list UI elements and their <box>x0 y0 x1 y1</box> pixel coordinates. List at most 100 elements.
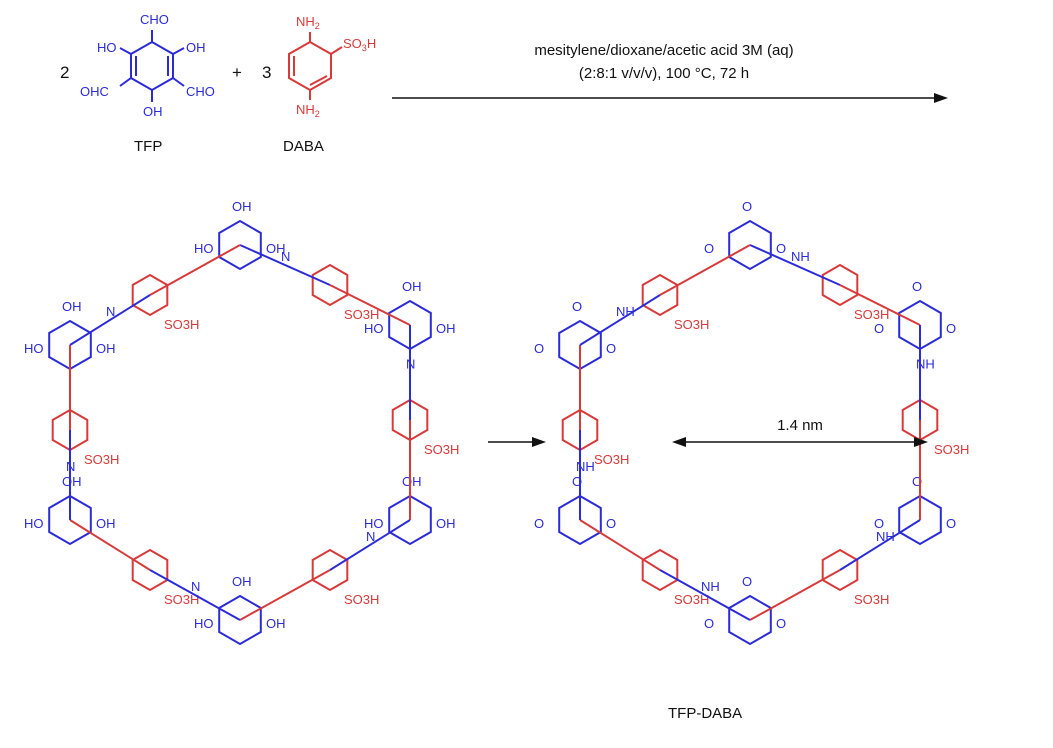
daba-linker-ring <box>311 263 349 307</box>
sulfonic-acid-group: SO3H <box>424 442 459 457</box>
daba-label: DABA <box>283 138 324 155</box>
hydroxyl-group: HO <box>364 321 384 336</box>
carbonyl-oxygen: O <box>606 516 616 531</box>
tfp-ohc-left: OHC <box>80 84 109 99</box>
sulfonic-acid-group: SO3H <box>344 592 379 607</box>
hydroxyl-group: HO <box>194 241 214 256</box>
tfp-oh-right: OH <box>186 40 206 55</box>
imine-bond <box>749 244 841 286</box>
plus-sign: + <box>232 63 242 82</box>
hydroxyl-group: OH <box>96 341 116 356</box>
daba-coefficient: 3 <box>262 63 271 82</box>
imine-label: N <box>106 304 115 319</box>
tfp-node-ring <box>48 494 92 546</box>
imine-bond <box>69 294 151 346</box>
hydroxyl-group: OH <box>266 616 286 631</box>
hydroxyl-group: OH <box>232 199 252 214</box>
reaction-arrow <box>392 93 948 103</box>
tfp-cho-right: CHO <box>186 84 215 99</box>
linker-bond <box>69 519 151 571</box>
conditions-line-2: (2:8:1 v/v/v), 100 °C, 72 h <box>579 65 749 82</box>
hydroxyl-group: OH <box>402 279 422 294</box>
daba-nh2-bottom: NH2 <box>296 102 320 119</box>
imine-label: N <box>191 579 200 594</box>
amine-label: NH <box>701 579 720 594</box>
linker-bond <box>579 519 661 571</box>
imine-label: N <box>281 249 290 264</box>
hydroxyl-group: HO <box>24 341 44 356</box>
tfp-ho-left: HO <box>97 40 117 55</box>
imine-bond <box>659 569 751 621</box>
imine-bond <box>239 244 331 286</box>
sulfonic-acid-group: SO3H <box>84 452 119 467</box>
product-label: TFP-DABA <box>668 705 742 722</box>
tfp-node-ring <box>218 219 262 271</box>
tfp-coefficient: 2 <box>60 63 69 82</box>
carbonyl-oxygen: O <box>534 341 544 356</box>
carbonyl-oxygen: O <box>912 474 922 489</box>
tfp-node-ring <box>728 219 772 271</box>
linker-bond <box>239 569 331 621</box>
hydroxyl-group: HO <box>194 616 214 631</box>
imine-framework: OHOHHOOHOHHOOHOHHOOHOHHOOHOHHOOHOHHOSO3H… <box>24 199 459 646</box>
hydroxyl-group: OH <box>436 321 456 336</box>
carbonyl-oxygen: O <box>912 279 922 294</box>
tfp-cho-top: CHO <box>140 12 169 27</box>
hydroxyl-group: OH <box>402 474 422 489</box>
amine-label: NH <box>916 357 935 372</box>
hydroxyl-group: HO <box>24 516 44 531</box>
keto-enamine-framework: OOOOOOOOOOOOOOOOOOSO3HSO3HSO3HSO3HSO3HSO… <box>534 199 969 646</box>
hydroxyl-group: OH <box>266 241 286 256</box>
tfp-molecule: 2 CHO OH HO CHO OHC OH TFP <box>60 12 215 155</box>
hydroxyl-group: OH <box>96 516 116 531</box>
tfp-node-ring <box>898 494 942 546</box>
hydroxyl-group: HO <box>364 516 384 531</box>
linker-bond <box>749 569 841 621</box>
carbonyl-oxygen: O <box>742 574 752 589</box>
pore-size-arrow <box>672 437 928 447</box>
imine-bond <box>839 519 921 571</box>
tfp-node-ring <box>558 494 602 546</box>
daba-nh2-top: NH2 <box>296 14 320 31</box>
carbonyl-oxygen: O <box>874 516 884 531</box>
sulfonic-acid-group: SO3H <box>854 592 889 607</box>
carbonyl-oxygen: O <box>704 616 714 631</box>
sulfonic-acid-group: SO3H <box>854 307 889 322</box>
sulfonic-acid-group: SO3H <box>344 307 379 322</box>
carbonyl-oxygen: O <box>572 474 582 489</box>
linker-bond <box>329 284 411 326</box>
imine-label: N <box>66 459 75 474</box>
hydroxyl-group: OH <box>62 299 82 314</box>
hydroxyl-group: OH <box>62 474 82 489</box>
hydroxyl-group: OH <box>232 574 252 589</box>
amine-label: NH <box>791 249 810 264</box>
carbonyl-oxygen: O <box>572 299 582 314</box>
carbonyl-oxygen: O <box>534 516 544 531</box>
sulfonic-acid-group: SO3H <box>934 442 969 457</box>
carbonyl-oxygen: O <box>874 321 884 336</box>
carbonyl-oxygen: O <box>776 616 786 631</box>
sulfonic-acid-group: SO3H <box>164 592 199 607</box>
tfp-label: TFP <box>134 138 162 155</box>
tautomerization-arrow <box>488 437 546 447</box>
linker-bond <box>659 244 751 296</box>
linker-bond <box>149 244 241 296</box>
daba-linker-ring <box>821 263 859 307</box>
sulfonic-acid-group: SO3H <box>594 452 629 467</box>
carbonyl-oxygen: O <box>776 241 786 256</box>
linker-bond <box>839 284 921 326</box>
imine-label: N <box>366 529 375 544</box>
imine-label: N <box>406 357 415 372</box>
imine-bond <box>579 294 661 346</box>
amine-label: NH <box>876 529 895 544</box>
sulfonic-acid-group: SO3H <box>164 317 199 332</box>
carbonyl-oxygen: O <box>946 516 956 531</box>
hydroxyl-group: OH <box>436 516 456 531</box>
carbonyl-oxygen: O <box>606 341 616 356</box>
daba-molecule: NH2 SO3H NH2 DABA <box>283 14 376 155</box>
tfp-oh-bottom: OH <box>143 104 163 119</box>
carbonyl-oxygen: O <box>704 241 714 256</box>
amine-label: NH <box>576 459 595 474</box>
carbonyl-oxygen: O <box>946 321 956 336</box>
